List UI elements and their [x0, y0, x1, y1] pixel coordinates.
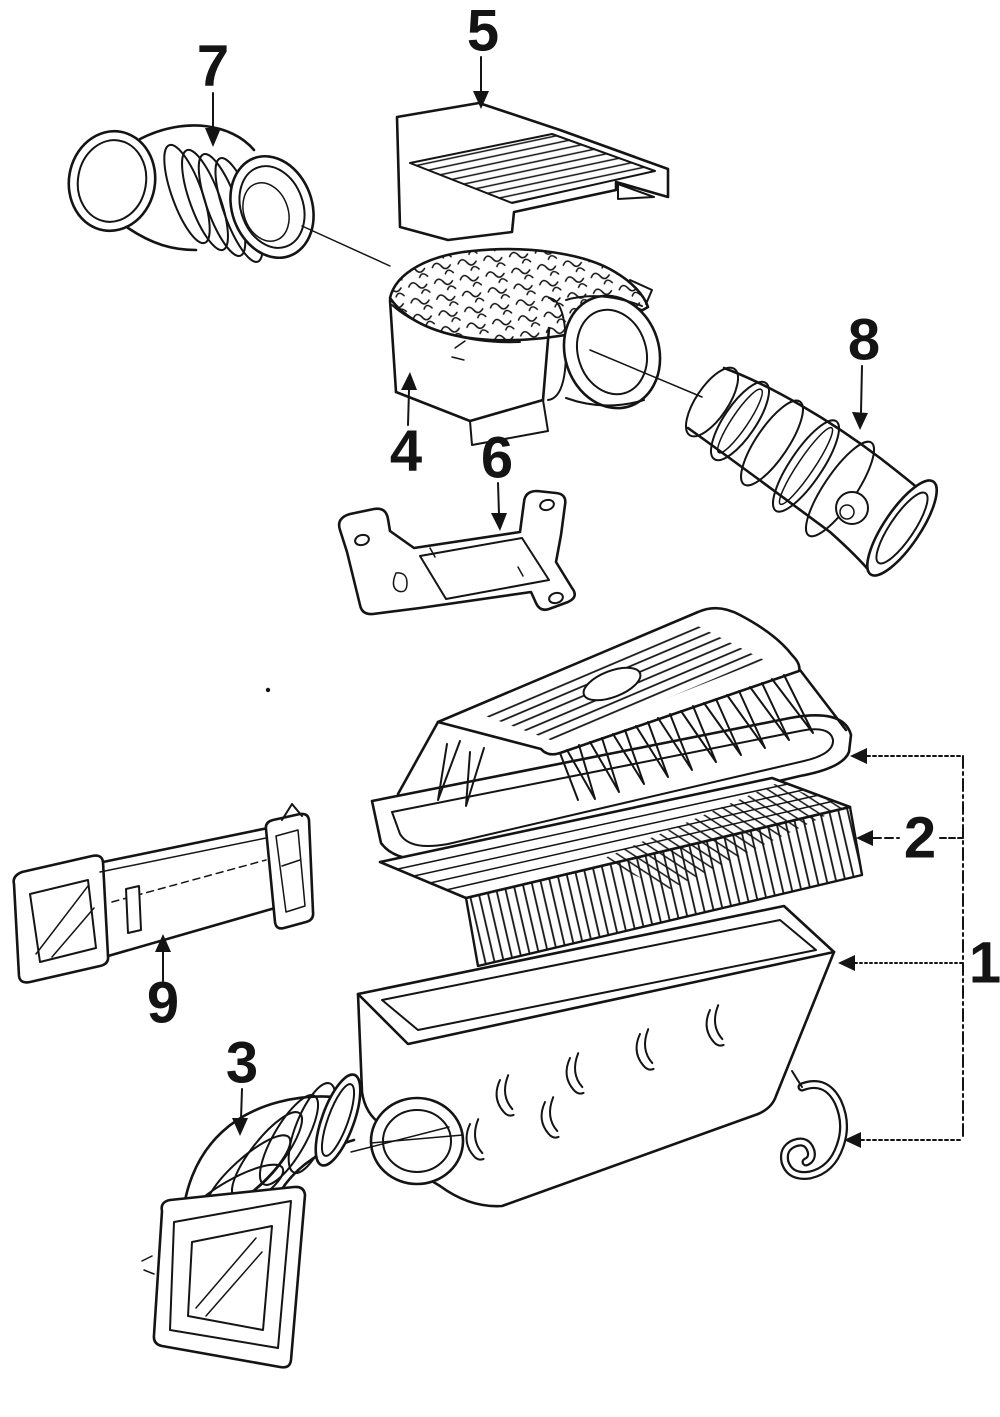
callout-arrow-line	[860, 365, 863, 413]
callout-6[interactable]: 6	[481, 426, 513, 532]
cover-side-rib-spikes	[566, 674, 814, 800]
callout-5-top[interactable]: 5	[467, 0, 499, 109]
elbow-mouth	[314, 1073, 362, 1167]
duct-end-flange	[264, 812, 315, 930]
callout-arrowhead	[852, 412, 868, 430]
callout-arrowhead	[232, 1118, 248, 1136]
arrowhead-to-clip	[844, 1132, 861, 1148]
callout-bracket-lines	[838, 748, 964, 1148]
callout-7[interactable]: 7	[197, 34, 229, 148]
filter-pleats	[464, 805, 864, 968]
duct-opening	[12, 854, 110, 984]
housing-rim	[356, 904, 836, 1046]
callout-arrowhead	[473, 91, 489, 109]
callout-2[interactable]: 2	[904, 806, 936, 871]
callout-label-2[interactable]: 2	[904, 806, 936, 871]
callout-label-3[interactable]: 3	[226, 1031, 258, 1096]
callout-9[interactable]: 9	[147, 934, 179, 1036]
print-speck	[265, 687, 271, 693]
callout-1[interactable]: 1	[969, 931, 1000, 996]
callout-arrowhead	[205, 128, 221, 147]
callout-label-4[interactable]: 4	[390, 419, 422, 484]
callout-label-5[interactable]: 5	[467, 0, 499, 64]
leader-line-7-to-4	[301, 225, 391, 267]
callout-3[interactable]: 3	[226, 1031, 258, 1137]
arrowhead-to-cover	[850, 748, 867, 764]
grille-hatch	[409, 133, 656, 204]
air-filter-element-part-2	[378, 776, 864, 968]
callout-arrowhead	[401, 372, 417, 390]
air-cleaner-upper-cover	[370, 606, 853, 862]
housing-inlet-port	[369, 1096, 465, 1186]
air-inlet-duct-part-9	[12, 803, 315, 984]
callout-4[interactable]: 4	[390, 372, 422, 484]
corrugation-rings	[684, 366, 876, 538]
air-cleaner-cover-plate-part-5	[395, 101, 670, 242]
callout-arrow-line	[240, 1088, 243, 1120]
callout-arrowhead	[491, 513, 507, 531]
mounting-bracket-part-6	[337, 489, 577, 616]
arrowhead-to-housing	[838, 955, 855, 971]
callout-label-8[interactable]: 8	[848, 308, 880, 373]
callout-arrow-line	[497, 482, 500, 515]
arrowhead-to-filter	[856, 830, 873, 846]
callout-8[interactable]: 8	[848, 308, 880, 431]
intake-duct-elbow-part-7	[67, 124, 391, 267]
air-intake-hose-part-8	[684, 366, 938, 577]
leader-line-4-to-8	[589, 349, 703, 398]
callout-arrowhead	[155, 934, 171, 952]
callout-label-1[interactable]: 1	[969, 931, 1000, 996]
callout-arrow-line	[407, 389, 410, 426]
leader-line-3-to-port	[350, 1126, 450, 1153]
callout-label-6[interactable]: 6	[481, 426, 513, 491]
inlet-duct-elbow-part-3	[141, 1073, 362, 1369]
air-flow-meter-part-4	[388, 247, 703, 446]
air-cleaner-lower-housing-part-1	[350, 904, 836, 1208]
housing-spring-clip	[780, 1070, 848, 1180]
callout-label-7[interactable]: 7	[197, 34, 229, 99]
cover-oval-hole	[582, 666, 642, 702]
